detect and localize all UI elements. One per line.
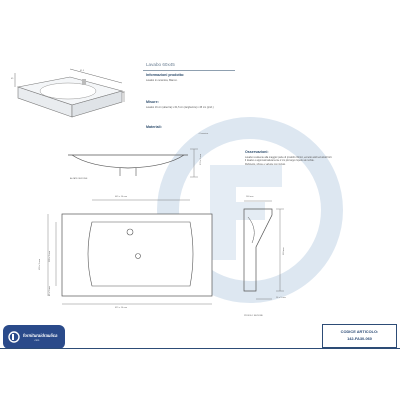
plan-inner-depth-dim: 300 ± 5 mm xyxy=(49,251,51,262)
brand-logo: fornituraidraulica .com xyxy=(3,325,65,349)
materials-label: - Ceramica xyxy=(198,133,209,135)
plan-left-dim: 85 ± 5 mm xyxy=(49,286,51,296)
brand-name: fornituraidraulica xyxy=(23,333,58,338)
front-height-dim: 170 ± 5 mm xyxy=(200,154,202,165)
observations-heading: Osservazioni: xyxy=(245,150,269,154)
front-caption: ALZATE SEZIONE xyxy=(70,178,88,180)
thumb-height-dim: 16 xyxy=(122,92,125,94)
dimensions-heading: Misure: xyxy=(146,100,159,104)
watermark-logo-icon xyxy=(157,117,343,303)
footer-divider xyxy=(0,348,400,349)
dimensions-text: Lavabo 16 cm (altezza) x 61,5 cm (larghe… xyxy=(146,106,214,109)
article-code-value: 142-FA30-060 xyxy=(347,336,372,341)
side-caption: PROFILO SEZIONE xyxy=(244,315,263,317)
observations-block: Osservazioni: Lavabo resistente alla mag… xyxy=(245,150,355,166)
plan-total-width-dim: 615 ± 10 mm xyxy=(115,307,128,309)
side-base-dim: 16 ± 5 mm xyxy=(276,297,286,299)
title-divider xyxy=(143,70,235,71)
page-title: Lavabo 60x45 xyxy=(146,62,175,67)
info-material: Lavabo in ceramica, Bianco. xyxy=(146,79,178,82)
observation-line: Il lavabo è approssimativamente 2 cm più… xyxy=(245,159,315,163)
front-section-drawing xyxy=(68,148,198,178)
plan-width-dim: 445 ± 10 mm xyxy=(115,196,128,198)
article-code-box: CODICE ARTICOLO: 142-FA30-060 xyxy=(322,324,397,348)
side-profile-drawing xyxy=(243,200,284,300)
plan-view-drawing xyxy=(47,199,213,305)
sink-thumbnail xyxy=(14,68,125,118)
side-top-dim: 160 mm xyxy=(246,196,254,198)
observation-line: Rubinetto, sifone e valvole non inclusi. xyxy=(245,162,286,166)
side-height-dim: 390 mm xyxy=(283,247,285,255)
thumb-width-dim: 61,5 xyxy=(80,70,85,72)
info-heading: Informazioni prodotto: xyxy=(146,73,185,77)
brand-mark-icon xyxy=(8,331,20,343)
observation-line: Lavabo resistente alla maggior parte di … xyxy=(245,156,333,159)
materials-heading: Materiali: xyxy=(146,125,162,129)
brand-suffix: .com xyxy=(34,339,40,342)
thumb-depth-dim: 45 xyxy=(11,78,14,80)
article-code-label: CODICE ARTICOLO: xyxy=(340,329,379,334)
plan-depth-dim: 450 ± 5 mm xyxy=(39,259,41,270)
